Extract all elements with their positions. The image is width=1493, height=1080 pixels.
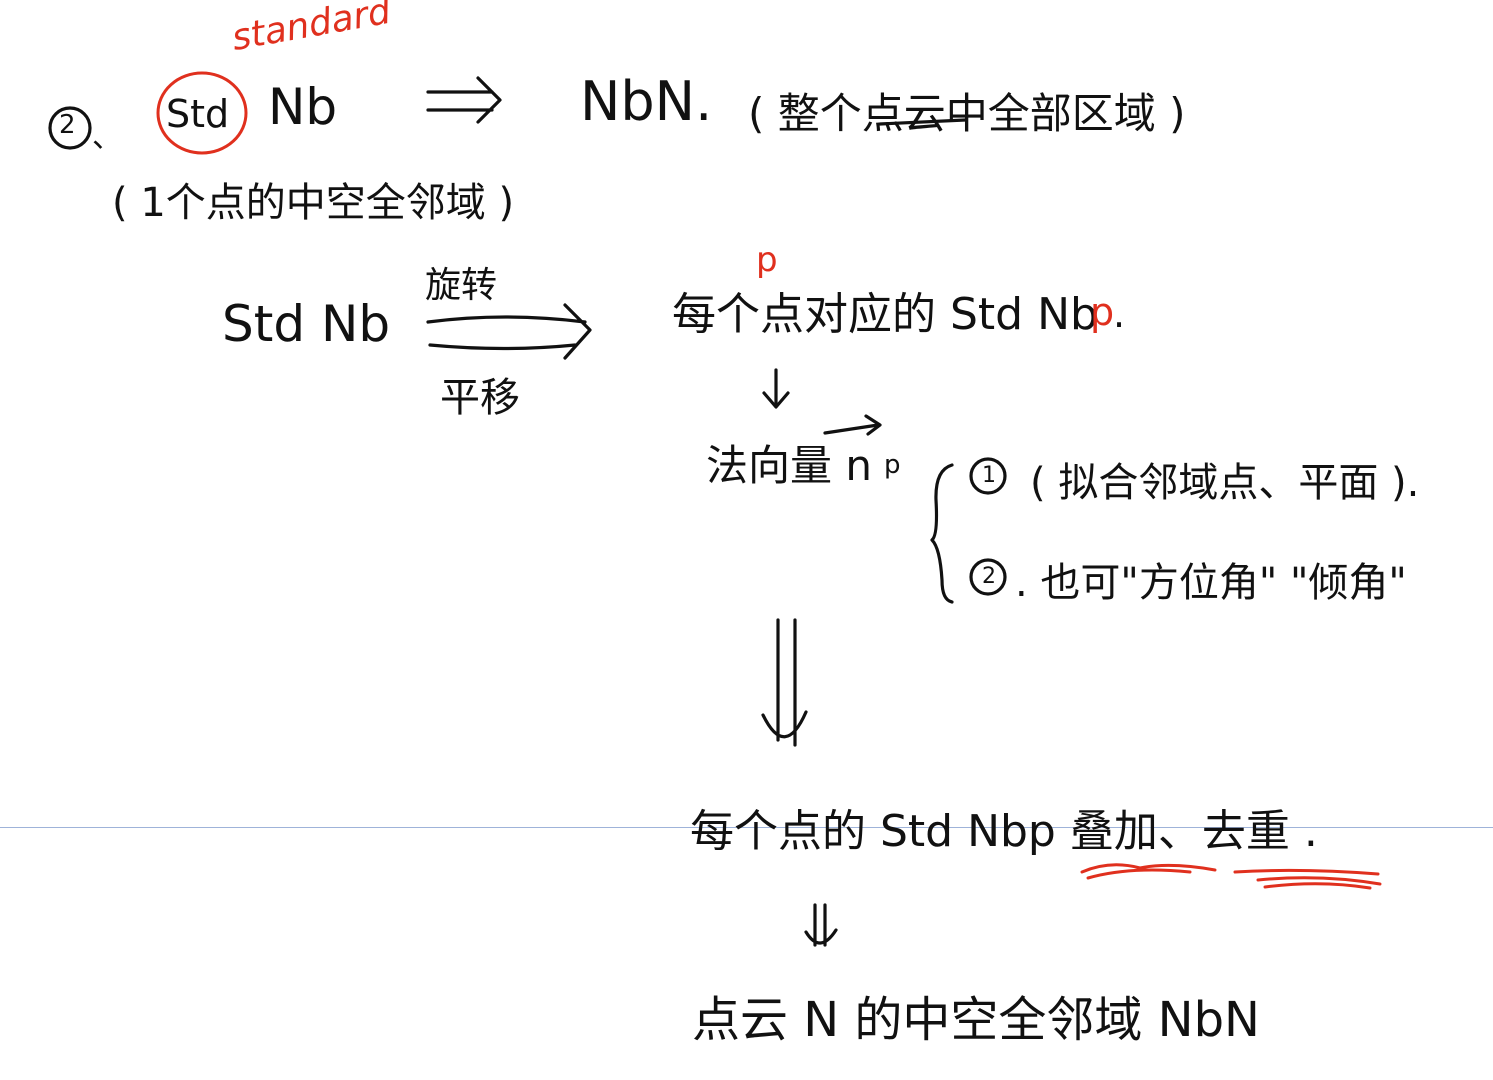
p-dot: .: [1113, 292, 1126, 336]
std-nb-label-2: Std Nb: [222, 295, 391, 353]
implies-arrow-1: [426, 76, 502, 124]
option-1-text: ( 拟合邻域点、平面 ).: [1030, 460, 1420, 506]
p-superscript: p: [756, 240, 778, 280]
translate-label: 平移: [440, 375, 520, 421]
nbn-result: NbN.: [580, 70, 713, 133]
red-scribble-1: [1080, 863, 1217, 880]
stack-dedup-line: 每个点的 Std Nbp 叠加、去重 .: [690, 806, 1318, 857]
option-2-text: . 也可"方位角" "倾角": [1015, 560, 1407, 606]
red-scribble-2: [1233, 868, 1382, 890]
rotate-translate-arrow: [426, 303, 592, 360]
each-point-stdnb: 每个点对应的 Std Nb: [672, 289, 1098, 340]
nb-label: Nb: [268, 78, 338, 136]
notebook-rule-line: [0, 827, 1493, 828]
underline-pointcloud: [878, 118, 967, 126]
normal-vector: 法向量 n: [706, 441, 872, 490]
std-label: Std: [166, 92, 230, 136]
big-down-arrow: [761, 618, 808, 747]
normal-subscript: p: [884, 450, 901, 480]
option-1-circle: [969, 457, 1007, 495]
options-brace: [930, 463, 954, 604]
item-number-circle: [48, 106, 92, 150]
std-description: ( 1个点的中空全邻域 ): [112, 180, 515, 226]
item-punct: 、: [92, 120, 122, 155]
down-arrow-final: [804, 903, 838, 947]
option-2-number: 2: [982, 564, 996, 589]
vector-arrow: [823, 414, 882, 436]
p-suffix: p: [1090, 290, 1115, 334]
nbn-description: ( 整个点云中全部区域 ): [748, 89, 1186, 138]
down-arrow-small: [762, 368, 790, 409]
std-red-circle: [156, 71, 248, 155]
option-2-circle: [969, 558, 1007, 596]
rotate-label: 旋转: [425, 265, 498, 306]
final-line: 点云 N 的中空全邻域 NbN: [692, 992, 1260, 1048]
item-number: 2: [59, 110, 76, 140]
option-1-number: 1: [982, 463, 996, 488]
